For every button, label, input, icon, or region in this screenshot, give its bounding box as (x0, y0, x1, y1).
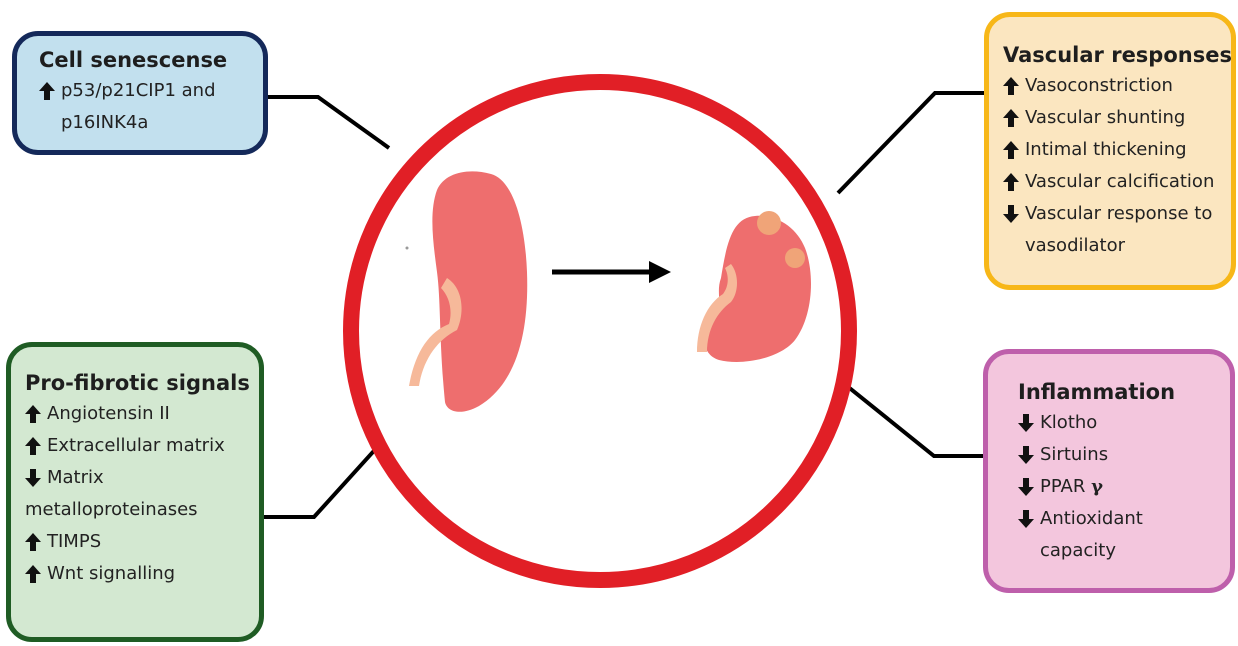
list-item: TIMPS (25, 526, 249, 558)
item-label: Vasoconstriction (1025, 70, 1173, 102)
arrow-up-icon (1003, 173, 1019, 191)
cell-senescence-box: Cell senescense p53/p21CIP1 and p16INK4a (12, 31, 268, 155)
item-list: p53/p21CIP1 and p16INK4a (39, 75, 249, 139)
item-text: Vascular calcification (1025, 171, 1214, 192)
item-text: Matrix (47, 467, 104, 488)
item-text: Antioxidant (1040, 508, 1143, 529)
item-text: Intimal thickening (1025, 139, 1187, 160)
item-label: Intimal thickening (1025, 134, 1187, 166)
item-label: Angiotensin II (47, 398, 170, 430)
pro-fibrotic-signals-box: Pro-fibrotic signals Angiotensin II Extra… (6, 342, 264, 642)
item-label: PPAR γ (1040, 471, 1103, 503)
box-title: Pro-fibrotic signals (25, 371, 249, 395)
list-item: Vascular response to (1003, 198, 1225, 230)
box-title: Cell senescense (39, 48, 249, 72)
cyst-icon-1 (757, 211, 781, 235)
arrow-down-icon (25, 469, 41, 487)
list-item: Matrix (25, 462, 249, 494)
item-text: p53/p21CIP1 and (61, 80, 216, 101)
item-text: Extracellular matrix (47, 435, 225, 456)
item-text: Klotho (1040, 412, 1097, 433)
item-text-continuation: vasodilator (1003, 230, 1225, 262)
item-label: p53/p21CIP1 and (61, 75, 216, 107)
list-item: Extracellular matrix (25, 430, 249, 462)
arrow-up-icon (1003, 109, 1019, 127)
connector-inflammation (842, 382, 983, 456)
arrow-down-icon (1018, 510, 1034, 528)
arrow-up-icon (1003, 141, 1019, 159)
cyst-icon-2 (785, 248, 805, 268)
arrow-up-icon (25, 533, 41, 551)
list-item: Wnt signalling (25, 558, 249, 590)
item-label: Sirtuins (1040, 439, 1108, 471)
arrow-up-icon (1003, 77, 1019, 95)
list-item: Vascular shunting (1003, 102, 1225, 134)
list-item: PPAR γ (1018, 471, 1220, 503)
list-item: Angiotensin II (25, 398, 249, 430)
item-label: Klotho (1040, 407, 1097, 439)
arrow-down-icon (1018, 414, 1034, 432)
list-item: Vascular calcification (1003, 166, 1225, 198)
item-text-continuation: p16INK4a (39, 107, 249, 139)
gamma-symbol: γ (1091, 476, 1103, 497)
arrow-down-icon (1018, 446, 1034, 464)
list-item: p53/p21CIP1 and (39, 75, 249, 107)
arrow-up-icon (25, 437, 41, 455)
box-title: Vascular responses (1003, 43, 1225, 67)
item-label: Wnt signalling (47, 558, 175, 590)
item-text: PPAR (1040, 476, 1091, 497)
item-text: TIMPS (47, 531, 101, 552)
item-label: Vascular calcification (1025, 166, 1214, 198)
list-item: Intimal thickening (1003, 134, 1225, 166)
item-label: Matrix (47, 462, 104, 494)
item-text: Angiotensin II (47, 403, 170, 424)
aging-kidney-circle (341, 72, 859, 590)
list-item: Klotho (1018, 407, 1220, 439)
list-item: Sirtuins (1018, 439, 1220, 471)
item-label: TIMPS (47, 526, 101, 558)
arrow-up-icon (25, 405, 41, 423)
box-title: Inflammation (1018, 380, 1220, 404)
item-text: Vascular shunting (1025, 107, 1185, 128)
arrow-down-icon (1003, 205, 1019, 223)
item-label: Extracellular matrix (47, 430, 225, 462)
arrow-down-icon (1018, 478, 1034, 496)
item-label: Vascular shunting (1025, 102, 1185, 134)
item-text-continuation: metalloproteinases (25, 494, 249, 526)
item-text: Wnt signalling (47, 563, 175, 584)
item-text: Vasoconstriction (1025, 75, 1173, 96)
list-item: Antioxidant (1018, 503, 1220, 535)
list-item: Vasoconstriction (1003, 70, 1225, 102)
item-label: Antioxidant (1040, 503, 1143, 535)
item-label: Vascular response to (1025, 198, 1212, 230)
item-text: Sirtuins (1040, 444, 1108, 465)
connector-vascular (838, 93, 984, 193)
item-text-continuation: capacity (1018, 535, 1220, 567)
item-text: Vascular response to (1025, 203, 1212, 224)
arrow-up-icon (39, 82, 55, 100)
arrow-up-icon (25, 565, 41, 583)
